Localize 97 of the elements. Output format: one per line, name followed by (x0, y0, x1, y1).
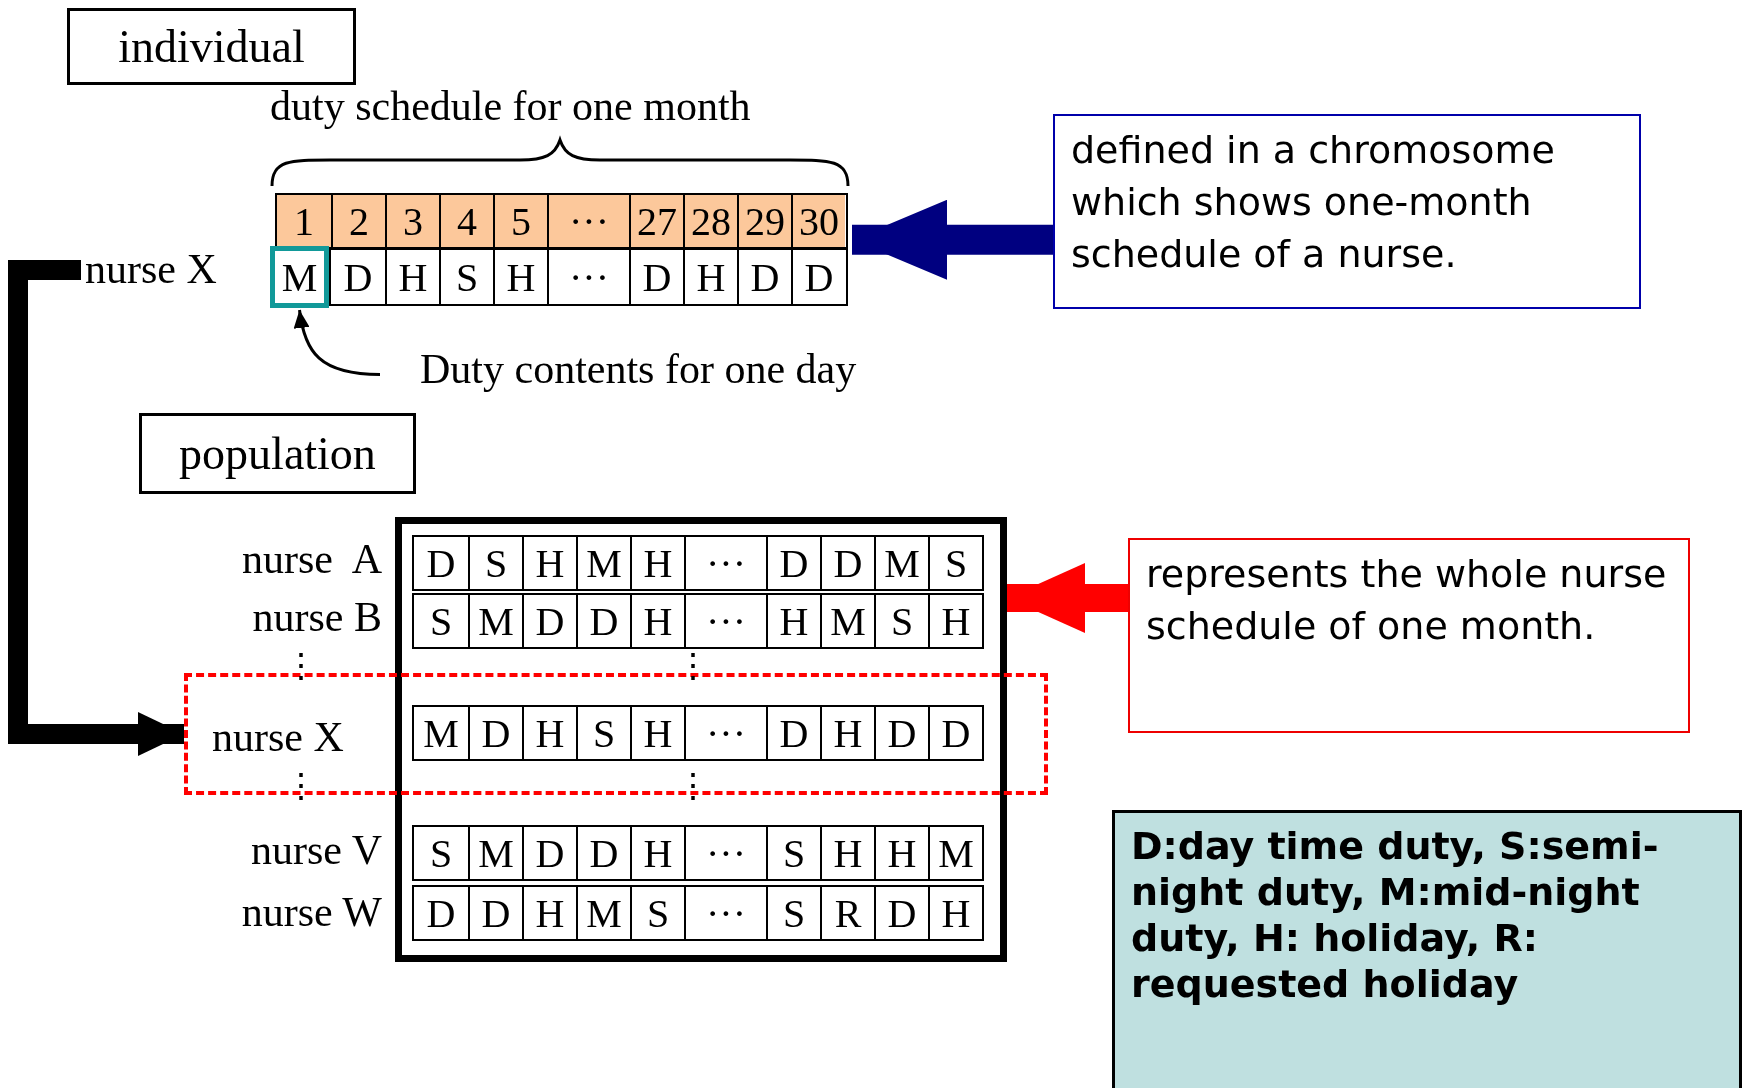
schedule-cell: ··· (547, 195, 629, 247)
schedule-cell: 1 (277, 195, 331, 247)
schedule-row (412, 825, 984, 881)
schedule-cell: D (791, 250, 845, 304)
schedule-cell: 27 (629, 195, 683, 247)
schedule-cell: H (493, 250, 547, 304)
schedule-cell: 2 (331, 195, 385, 247)
schedule-cell: H (630, 827, 684, 879)
schedule-cell: S (630, 887, 684, 939)
schedule-cell: D (820, 537, 874, 589)
schedule-row (412, 593, 984, 649)
schedule-cell: H (928, 887, 982, 939)
schedule-cell: D (629, 250, 683, 304)
schedule-cell: H (522, 707, 576, 759)
callout-box: represents the whole nurse schedule of one month. (1128, 538, 1690, 733)
schedule-cell: H (874, 827, 928, 879)
arrow (852, 199, 1053, 280)
header-caption: duty schedule for one month (270, 82, 751, 130)
schedule-cell: H (820, 827, 874, 879)
schedule-cell: S (928, 537, 982, 589)
schedule-cell: 5 (493, 195, 547, 247)
schedule-cell: D (766, 537, 820, 589)
schedule-cell: ··· (684, 887, 766, 939)
row-label: nurse B (252, 593, 382, 641)
ellipsis-mark: ⋮ (284, 766, 318, 805)
schedule-cell: D (928, 707, 982, 759)
schedule-cell: D (766, 707, 820, 759)
schedule-cell: M (928, 827, 982, 879)
schedule-cell: D (522, 827, 576, 879)
schedule-cell: S (439, 250, 493, 304)
schedule-cell: H (522, 537, 576, 589)
row-label: nurse X (212, 714, 344, 760)
callout-box: defined in a chromosome which shows one-month schedule of a nurse. (1053, 114, 1641, 309)
schedule-cell: S (874, 595, 928, 647)
row-label: nurse W (241, 888, 382, 936)
schedule-row (329, 248, 848, 306)
schedule-row (412, 535, 984, 591)
schedule-cell-text: D (342, 253, 374, 302)
schedule-cell: D (576, 827, 630, 879)
title-box: individual (67, 8, 356, 85)
ellipsis-mark: ⋮ (676, 646, 710, 685)
schedule-cell-text: S (428, 597, 454, 646)
schedule-cell: D (468, 887, 522, 939)
title-box: population (139, 413, 416, 494)
schedule-cell: ··· (684, 827, 766, 879)
schedule-row (412, 705, 984, 761)
schedule-cell: M (576, 537, 630, 589)
schedule-row (412, 885, 984, 941)
schedule-cell: M (576, 887, 630, 939)
row-label: nurse X (85, 246, 217, 292)
schedule-cell-text: S (428, 829, 454, 878)
schedule-cell: R (820, 887, 874, 939)
schedule-cell: 4 (439, 195, 493, 247)
schedule-cell: H (820, 707, 874, 759)
schedule-cell: ··· (684, 707, 766, 759)
schedule-cell: H (630, 595, 684, 647)
schedule-cell: 3 (385, 195, 439, 247)
ellipsis-mark: ⋮ (676, 766, 710, 805)
schedule-cell-text: D (425, 889, 457, 938)
schedule-cell: S (468, 537, 522, 589)
schedule-cell: H (683, 250, 737, 304)
highlighted-cell: M (270, 246, 329, 308)
row-label: nurse A (242, 535, 382, 583)
row-label: nurse V (250, 826, 382, 874)
schedule-cell: 28 (683, 195, 737, 247)
schedule-cell: 30 (791, 195, 845, 247)
schedule-cell: D (874, 707, 928, 759)
schedule-cell: 29 (737, 195, 791, 247)
annotation-text: Duty contents for one day (420, 346, 857, 392)
schedule-cell: ··· (684, 537, 766, 589)
schedule-cell: ··· (684, 595, 766, 647)
leader-line (294, 309, 381, 376)
schedule-cell: S (576, 707, 630, 759)
schedule-cell: H (630, 707, 684, 759)
schedule-cell: H (522, 887, 576, 939)
schedule-cell-text: D (425, 539, 457, 588)
schedule-cell: ··· (547, 250, 629, 304)
legend-panel: D:day time duty, S:semi-night duty, M:mid-night duty, H: holiday, R: requested holiday (1112, 810, 1742, 1088)
schedule-cell: H (766, 595, 820, 647)
schedule-cell: S (766, 887, 820, 939)
schedule-cell: S (766, 827, 820, 879)
schedule-cell: M (468, 595, 522, 647)
schedule-cell: D (468, 707, 522, 759)
ellipsis-mark: ⋮ (284, 646, 318, 685)
schedule-cell: D (576, 595, 630, 647)
schedule-cell: H (630, 537, 684, 589)
arrow (1007, 563, 1128, 633)
schedule-cell: D (522, 595, 576, 647)
schedule-cell-text: M (422, 709, 460, 758)
schedule-cell: M (874, 537, 928, 589)
schedule-cell: H (385, 250, 439, 304)
day-number-row (275, 193, 848, 249)
schedule-cell: M (820, 595, 874, 647)
schedule-cell: H (928, 595, 982, 647)
schedule-cell: M (468, 827, 522, 879)
schedule-cell: D (874, 887, 928, 939)
schedule-cell: D (737, 250, 791, 304)
